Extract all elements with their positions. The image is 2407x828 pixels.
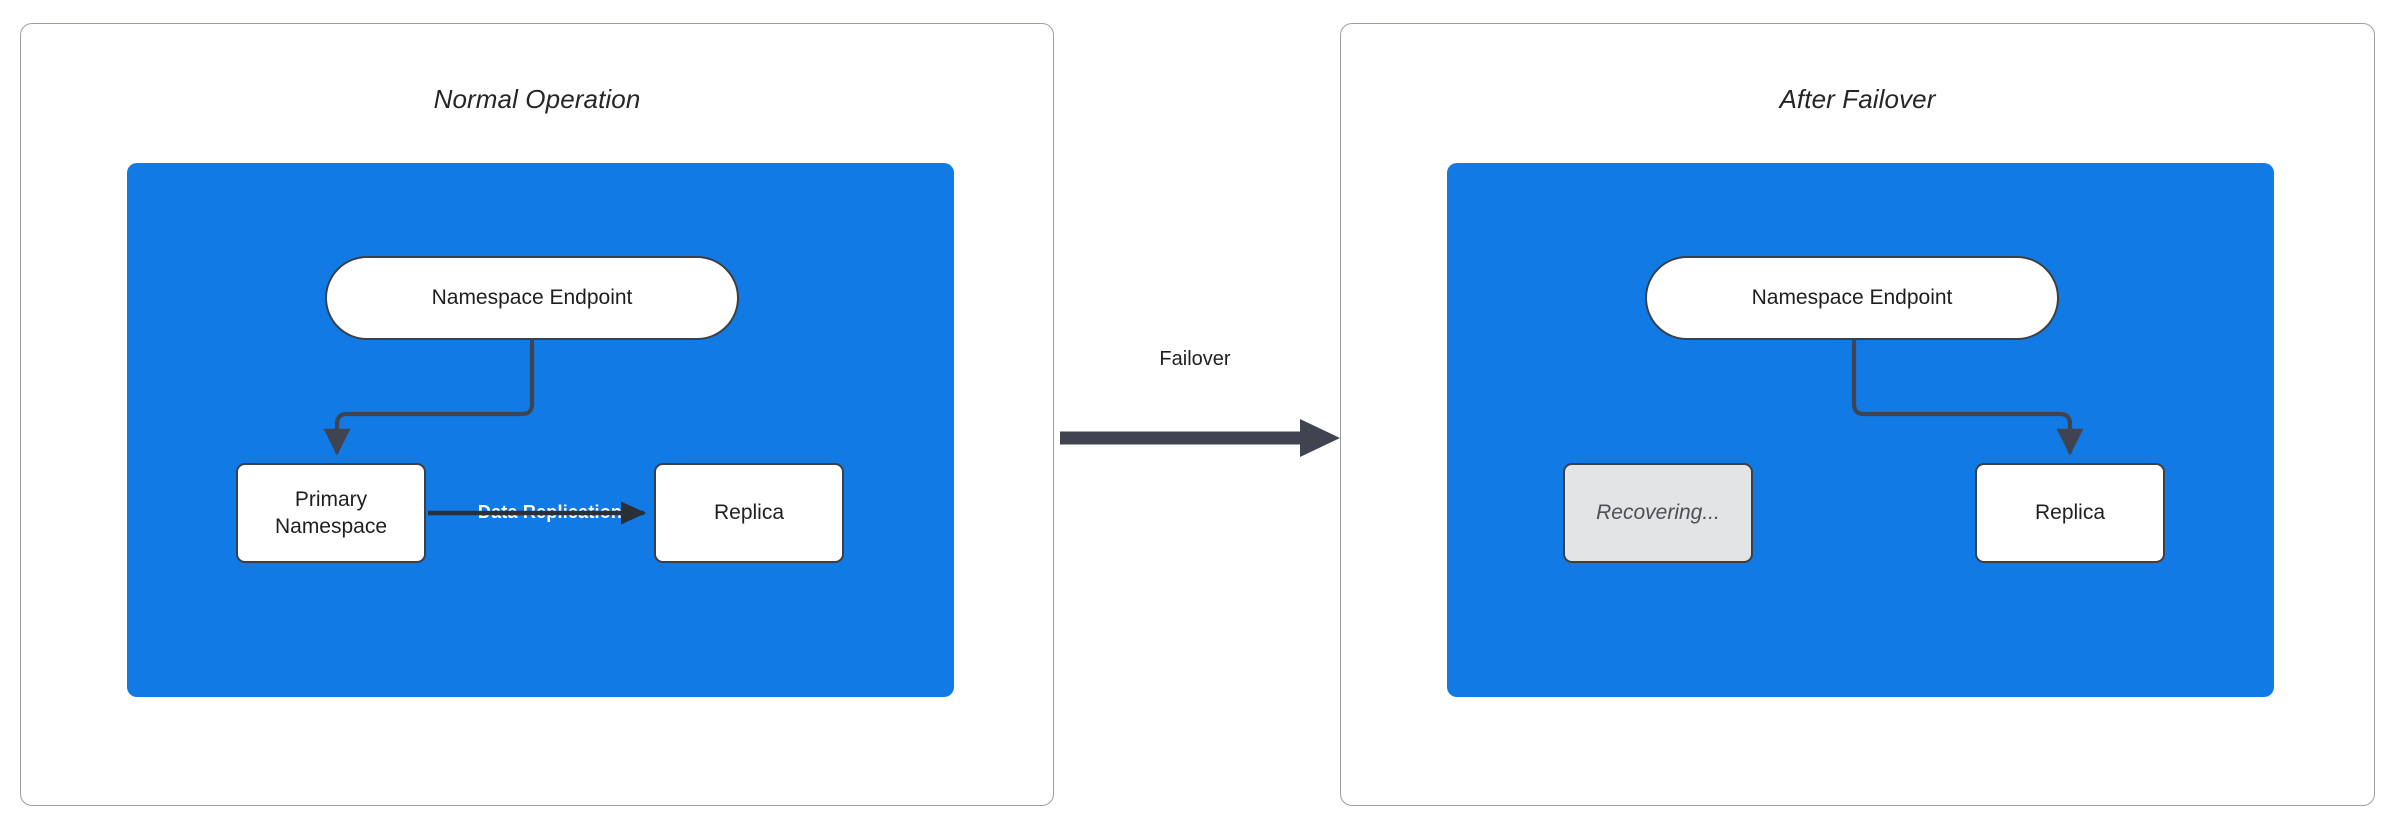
node-label: Namespace Endpoint: [1751, 286, 1953, 310]
node-label: Namespace Endpoint: [431, 286, 633, 310]
node-replica-normal[interactable]: Replica: [654, 463, 844, 563]
edge-label-failover: Failover: [1159, 348, 1231, 370]
node-primary-namespace[interactable]: Primary Namespace: [236, 463, 426, 563]
group-box-normal-operation: [127, 163, 954, 697]
node-namespace-endpoint-normal[interactable]: Namespace Endpoint: [325, 256, 739, 340]
node-recovering[interactable]: Recovering...: [1563, 463, 1753, 563]
panel-title-after-failover: After Failover: [1779, 84, 1936, 114]
node-namespace-endpoint-failover[interactable]: Namespace Endpoint: [1645, 256, 2059, 340]
node-label: Recovering...: [1596, 501, 1720, 525]
node-label: Replica: [2034, 501, 2106, 525]
node-replica-failover[interactable]: Replica: [1975, 463, 2165, 563]
group-box-after-failover: [1447, 163, 2274, 697]
edge-label-data-replication: Data Replication: [477, 502, 623, 522]
node-label: Replica: [713, 501, 785, 525]
node-label-line1: Primary: [294, 487, 368, 511]
edge-failover-transition: [1060, 419, 1340, 457]
node-label: Primary Namespace: [275, 486, 387, 541]
node-label-line2: Namespace: [274, 515, 388, 538]
panel-title-normal-operation: Normal Operation: [433, 84, 641, 114]
